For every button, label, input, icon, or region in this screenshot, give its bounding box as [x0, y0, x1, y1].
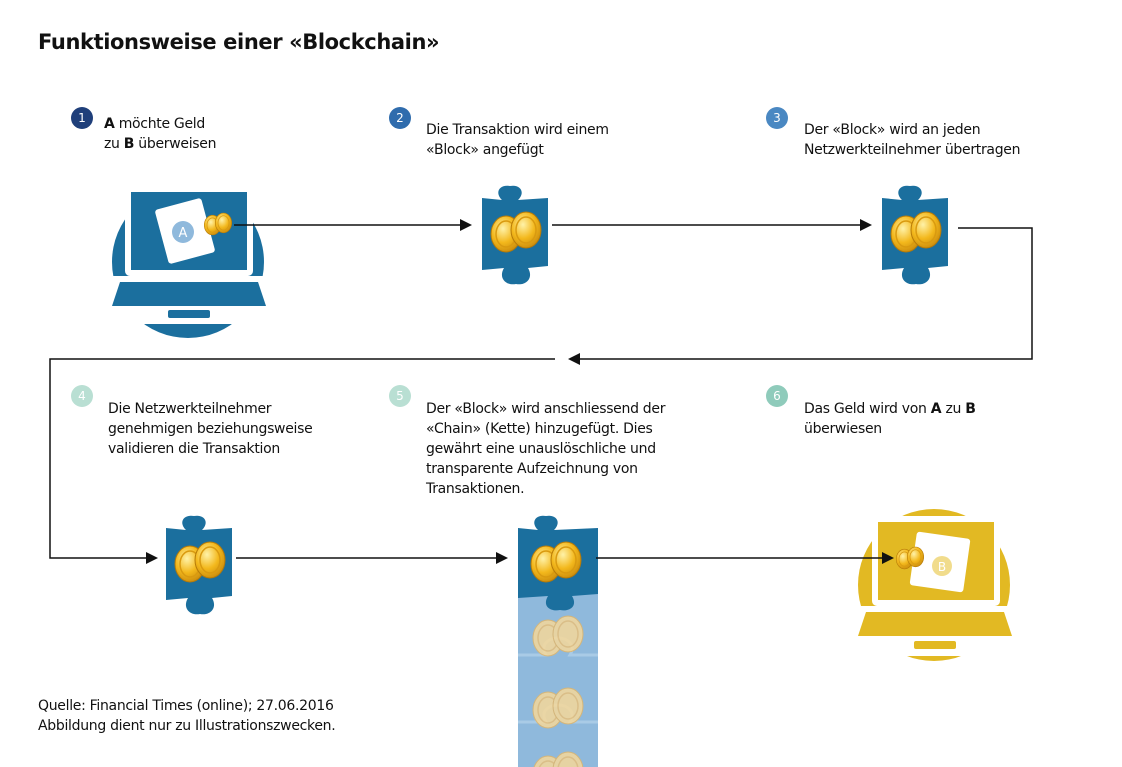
- flow-arrow-3-4-top: [568, 227, 1033, 365]
- step-text-1: A möchte Geld zu B überweisen: [104, 116, 217, 152]
- blockchain-chain-icon: [518, 515, 598, 767]
- laptop-sender-icon: A: [100, 186, 278, 338]
- wallet-a-label: A: [179, 226, 188, 241]
- flow-arrow-3-4-bottom: [49, 358, 555, 564]
- wallet-b-label: B: [938, 560, 946, 574]
- block-icon-3: [882, 185, 948, 285]
- page-title: Funktionsweise einer «Blockchain»: [38, 30, 440, 54]
- laptop-receiver-icon: B: [846, 509, 1024, 661]
- step-number-5: 5: [389, 385, 411, 407]
- step-text-5: Der «Block» wird anschliessend der «Chai…: [426, 401, 666, 497]
- source-note: Quelle: Financial Times (online); 27.06.…: [38, 698, 336, 734]
- step-number-6: 6: [766, 385, 788, 407]
- step-number-1: 1: [71, 107, 93, 129]
- step-text-4: Die Netzwerkteilnehmer genehmigen bezieh…: [108, 401, 313, 457]
- block-icon-4: [166, 515, 232, 615]
- step-text-3: Der «Block» wird an jeden Netzwerkteilne…: [804, 122, 1021, 158]
- wallet-b-icon: B: [907, 529, 973, 595]
- block-icon-2: [482, 185, 548, 285]
- step-text-6: Das Geld wird von A zu B überwiesen: [804, 401, 976, 437]
- step-text-2: Die Transaktion wird einem «Block» angef…: [426, 122, 609, 158]
- step-number-4: 4: [71, 385, 93, 407]
- step-number-2: 2: [389, 107, 411, 129]
- step-number-3: 3: [766, 107, 788, 129]
